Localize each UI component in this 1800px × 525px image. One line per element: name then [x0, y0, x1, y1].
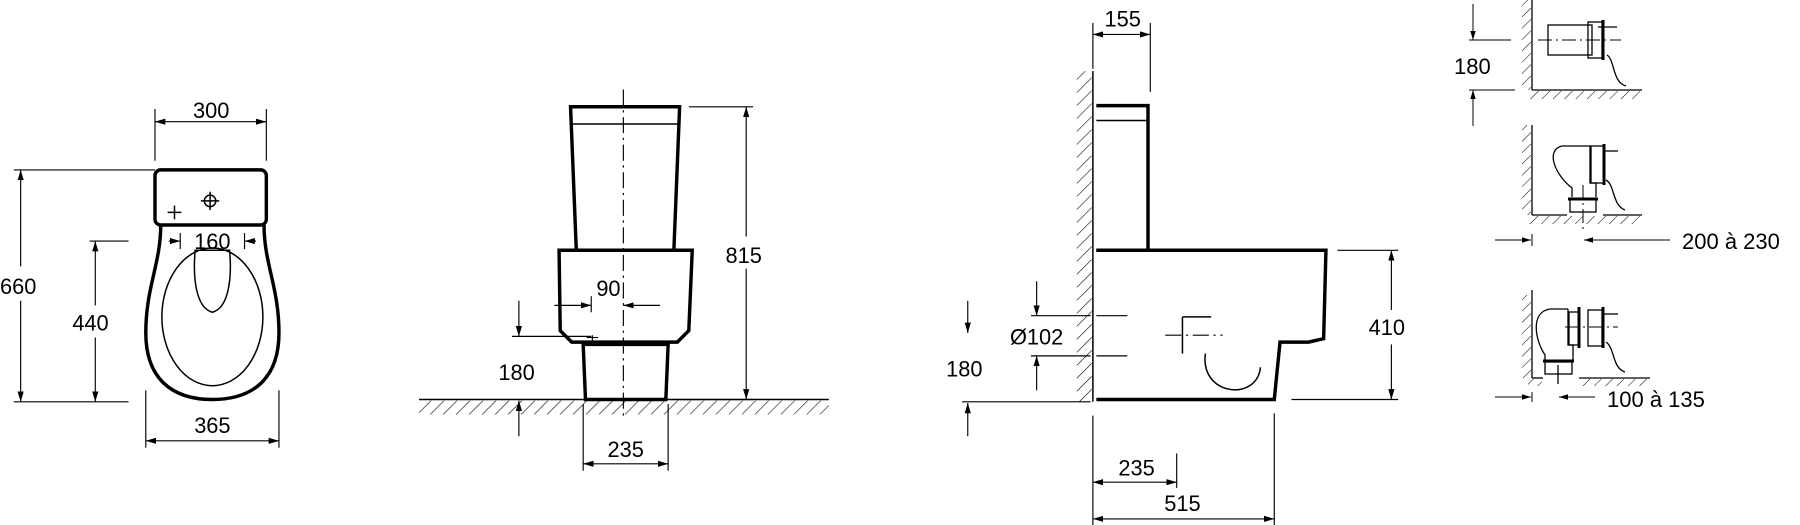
dim-235: 235: [607, 437, 643, 462]
dim-180-horizontal: 180: [1454, 54, 1491, 79]
dim-100-135: 100 à 135: [1607, 387, 1705, 412]
front-view: 300 160 660 440 365: [0, 98, 281, 448]
connection-option-short: 100 à 135: [1495, 290, 1705, 412]
dim-815: 815: [726, 243, 762, 268]
dim-200-230: 200 à 230: [1682, 229, 1780, 254]
connection-option-vertical: 200 à 230: [1495, 125, 1780, 254]
dim-365: 365: [194, 413, 230, 438]
dim-440: 440: [72, 311, 108, 336]
dim-diameter-102: Ø102: [1010, 324, 1063, 349]
section-view: 155 Ø102 180 410 235 515: [946, 6, 1405, 525]
dim-660: 660: [0, 274, 36, 299]
flush-button-icon: [200, 191, 220, 211]
dim-300: 300: [193, 98, 229, 123]
dim-235: 235: [1118, 455, 1154, 480]
flush-button-icon: [167, 205, 182, 220]
dim-410: 410: [1369, 315, 1405, 340]
dim-180: 180: [498, 360, 534, 385]
connection-option-horizontal: 180: [1454, 0, 1642, 126]
dim-515: 515: [1164, 491, 1200, 516]
dim-180: 180: [946, 357, 982, 382]
dim-90: 90: [596, 276, 620, 301]
side-view: 815 90 180 235: [419, 89, 829, 471]
dim-160: 160: [194, 229, 230, 254]
dim-155: 155: [1105, 6, 1141, 31]
